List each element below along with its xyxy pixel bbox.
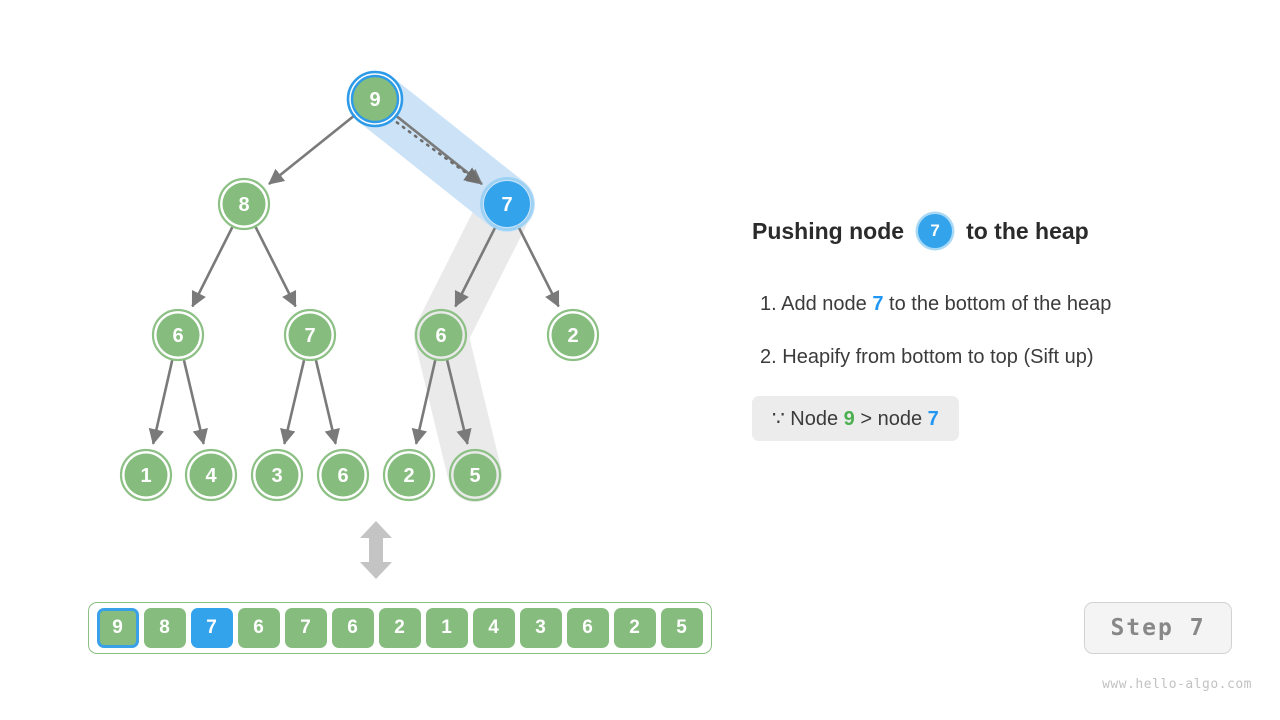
tree-node: 7	[283, 308, 337, 362]
array-cell: 2	[378, 608, 421, 648]
tree-node: 2	[546, 308, 600, 362]
tree-node-label: 9	[369, 89, 380, 111]
step-1-index: 1.	[760, 293, 782, 315]
array-cell: 6	[331, 608, 374, 648]
reason-callout: ∵ Node 9 > node 7	[752, 396, 959, 441]
array-cell: 5	[660, 608, 703, 648]
instruction-step-2: 2. Heapify from bottom to top (Sift up)	[760, 346, 1094, 369]
tree-nodes: 9 8 7 6 7 6 2 1 4 3 6 2 5	[119, 70, 600, 502]
tree-edge	[445, 358, 472, 445]
tree-node-label: 1	[140, 465, 151, 487]
array-cell: 8	[143, 608, 186, 648]
site-watermark: www.hello-algo.com	[1102, 677, 1252, 692]
heap-diagram-panel: 9 8 7 6 7 6 2 1 4 3 6 2 5	[119, 70, 600, 579]
tree-edge	[268, 112, 358, 186]
array-cell: 2	[613, 608, 656, 648]
tree-node-label: 3	[271, 465, 282, 487]
tree-node-label: 5	[469, 465, 480, 487]
array-cell: 9	[96, 608, 139, 648]
tree-node: 1	[119, 448, 173, 502]
tree-node: 2	[382, 448, 436, 502]
step-1-highlight: 7	[872, 293, 884, 315]
tree-node: 8	[217, 177, 271, 231]
swap-dotted-arrow	[395, 121, 481, 184]
tree-edge	[411, 358, 437, 445]
explanation-panel: Pushing node 7 to the heap 1. Add node 7…	[752, 0, 1280, 720]
reason-part-1: Node	[784, 408, 844, 430]
array-cell: 7	[190, 608, 233, 648]
tree-node-label: 7	[501, 194, 512, 216]
tree-edges	[148, 112, 560, 445]
array-cell: 6	[237, 608, 280, 648]
tree-node-label: 2	[567, 325, 578, 347]
tree-node: 9	[346, 70, 404, 128]
tree-edge	[253, 224, 297, 308]
pushed-node-badge: 7	[918, 214, 953, 248]
tree-node-label: 6	[435, 325, 446, 347]
tree-array-equivalence-arrow	[360, 521, 392, 579]
tree-node: 3	[250, 448, 304, 502]
reason-value-child: 7	[927, 408, 939, 430]
tree-edge	[516, 224, 560, 308]
array-cell: 3	[519, 608, 562, 648]
tree-node-label: 6	[337, 465, 348, 487]
step-2-before: Heapify from bottom to top (Sift up)	[782, 346, 1094, 368]
tree-edge	[148, 358, 174, 445]
tree-node: 6	[151, 308, 205, 362]
step-1-before: Add node	[781, 293, 873, 315]
tree-node-label: 7	[304, 325, 315, 347]
tree-edge	[182, 358, 208, 445]
reason-part-2: > node	[854, 408, 928, 430]
tree-node-label: 8	[238, 194, 249, 216]
tree-node-label: 4	[205, 465, 217, 487]
tree-node: 7	[480, 177, 534, 231]
array-cell: 4	[472, 608, 515, 648]
step-1-after: to the bottom of the heap	[883, 293, 1112, 315]
array-cell: 1	[425, 608, 468, 648]
page-title-prefix: Pushing node	[752, 217, 905, 244]
binary-tree-graphic: 9 8 7 6 7 6 2 1 4 3 6 2 5	[119, 70, 600, 502]
tree-node: 6	[414, 308, 468, 362]
tree-node: 4	[184, 448, 238, 502]
step-2-index: 2.	[760, 346, 783, 368]
array-cell: 7	[284, 608, 327, 648]
array-cell: 6	[566, 608, 609, 648]
because-symbol: ∵	[772, 408, 785, 430]
tree-edge	[454, 224, 498, 308]
step-counter-badge: Step 7	[1084, 602, 1232, 654]
tree-edge	[280, 358, 306, 445]
instruction-step-1: 1. Add node 7 to the bottom of the heap	[760, 293, 1111, 316]
tree-node: 6	[316, 448, 370, 502]
tree-node-label: 2	[403, 465, 414, 487]
tree-node-label: 6	[172, 325, 183, 347]
page-title: Pushing node 7 to the heap	[752, 214, 1089, 248]
reason-value-parent: 9	[843, 408, 855, 430]
page-title-suffix: to the heap	[966, 217, 1089, 244]
tree-node: 5	[448, 448, 502, 502]
tree-edge	[314, 358, 340, 445]
tree-edge	[191, 224, 235, 308]
